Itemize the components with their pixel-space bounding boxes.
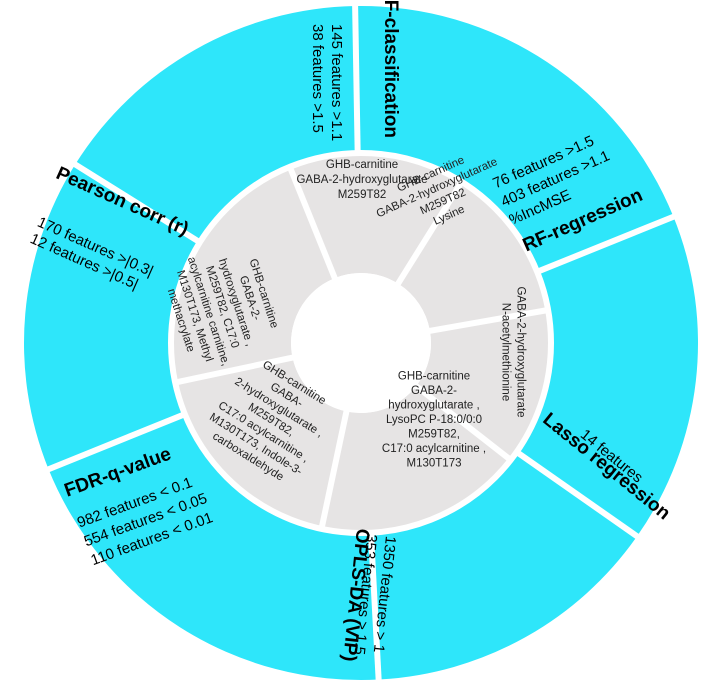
sector-1-inner-line-1: GHB-carnitine <box>326 159 398 171</box>
inner-divider-6 <box>174 354 296 386</box>
outer-divider-4 <box>367 530 382 681</box>
inner-divider-3 <box>427 307 549 335</box>
sector-3-inner-line-2: N-acetylmethionine <box>499 303 511 401</box>
sector-4-inner-line-4: LysoPC P-18:0/0:0 <box>386 414 482 426</box>
inner-segment-3 <box>416 310 551 460</box>
inner-divider-1 <box>287 165 339 282</box>
outer-divider-2 <box>534 213 677 276</box>
sector-4-inner-line-1: GHB-carnitine <box>398 371 470 383</box>
outer-segment-6 <box>75 6 358 243</box>
outer-divider-5 <box>45 410 188 473</box>
inner-segment-2 <box>398 181 549 331</box>
sector-1-note-line-1: 145 features >1.1 <box>328 24 345 141</box>
outer-divider-1 <box>352 3 361 156</box>
outer-segment-3 <box>370 451 638 680</box>
outer-segment-4 <box>48 414 379 680</box>
sector-4-inner-line-6: C17:0 acylcarnitine , <box>382 443 486 455</box>
sector-3-inner-line-1: GABA-2-hydroxyglutarate <box>514 286 526 417</box>
inner-segment-6 <box>171 166 335 383</box>
outer-divider-3 <box>513 448 641 540</box>
ring-layer <box>23 3 698 681</box>
outer-segment-5 <box>23 164 200 470</box>
outer-segment-2 <box>516 216 698 537</box>
inner-divider-2 <box>394 180 465 287</box>
inner-segment-4 <box>321 386 511 533</box>
sector-4-inner-line-7: M130T173 <box>407 458 462 470</box>
sector-3-inner-group: GABA-2-hydroxyglutarateN-acetylmethionin… <box>499 286 526 417</box>
sector-1-inner-line-3: M259T82 <box>338 189 387 201</box>
sector-4-inner-line-5: M259T82, <box>408 429 460 441</box>
inner-divider-5 <box>318 408 350 530</box>
ring-separator <box>168 150 554 536</box>
outer-segment-1 <box>355 5 674 272</box>
sector-1-title: RF-classification <box>380 0 401 138</box>
sector-1-note-line-2: 38 features >1.5 <box>309 24 326 133</box>
sector-1-inner-group: GHB-carnitineGABA-2-hydroxyglutarateM259… <box>296 159 427 201</box>
outer-divider-6 <box>71 160 204 246</box>
inner-segment-5 <box>175 357 347 529</box>
inner-divider-4 <box>412 382 513 463</box>
sector-1-note-group: 145 features >1.138 features >1.5 <box>309 24 345 141</box>
sector-4-inner-line-2: GABA-2- <box>411 385 457 397</box>
sector-1-inner-line-2: GABA-2-hydroxyglutarate <box>296 174 427 186</box>
center-hole <box>291 273 431 413</box>
sector-4-inner-line-3: hydroxyglutarate , <box>388 400 479 412</box>
inner-segment-1 <box>289 153 462 284</box>
